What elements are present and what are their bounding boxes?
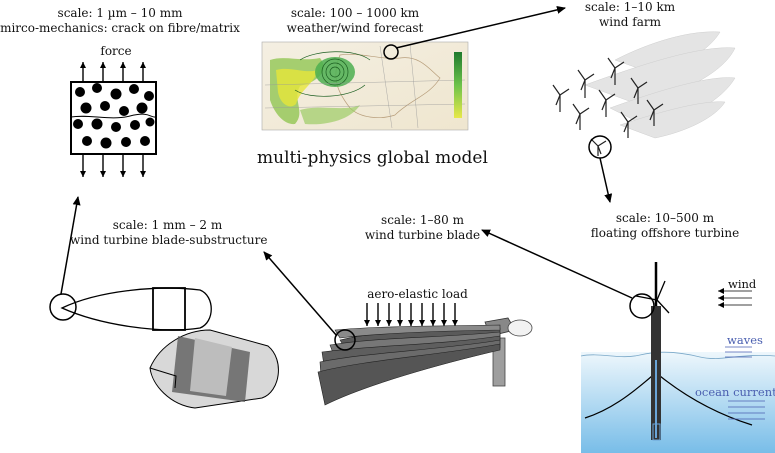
- sub-desc-text: wind turbine blade-substructure: [70, 233, 268, 247]
- floating-turbine: [580, 262, 775, 453]
- farm-desc-text: wind farm: [598, 15, 662, 29]
- substructure-highlight-circle: [49, 293, 77, 321]
- force-arrows-bottom: [80, 154, 146, 177]
- ocean-current-label: ocean current: [695, 385, 775, 399]
- sub-scale-text: scale: 1 mm – 2 m: [112, 218, 223, 232]
- blade-scale-text: scale: 1–80 m: [381, 213, 464, 227]
- weather-scale-text: scale: 100 – 1000 km: [290, 6, 420, 20]
- waves-label: waves: [727, 333, 763, 347]
- current-arrows: [728, 400, 765, 420]
- global-model-title: multi-physics global model: [257, 148, 488, 168]
- blade-desc-text: wind turbine blade: [364, 228, 481, 242]
- blade-substructure: [60, 287, 279, 409]
- floating-label: scale: 10–500 m floating offshore turbin…: [585, 211, 745, 241]
- micro-fibre-matrix: [70, 62, 157, 177]
- farm-highlight-circle: [588, 135, 612, 159]
- micro-scale-label: scale: 1 µm – 10 mm mirco-mechanics: cra…: [0, 6, 240, 36]
- substructure-label: scale: 1 mm – 2 m wind turbine blade-sub…: [70, 218, 268, 248]
- weather-map: [261, 41, 469, 131]
- weather-desc-text: weather/wind forecast: [286, 21, 424, 35]
- map-highlight-circle: [383, 44, 399, 60]
- blade-load-arrows: [364, 303, 458, 326]
- farm-scale-text: scale: 1–10 km: [584, 0, 676, 14]
- scale-arrows: [60, 5, 633, 337]
- wind-arrows: [718, 288, 752, 308]
- micro-scale-text: scale: 1 µm – 10 mm: [57, 6, 183, 20]
- micro-desc-text: mirco-mechanics: crack on fibre/matrix: [0, 21, 240, 35]
- aero-load-label: aero-elastic load: [367, 287, 468, 301]
- wind-farm: [552, 31, 736, 156]
- weather-label: scale: 100 – 1000 km weather/wind foreca…: [270, 6, 440, 36]
- wind-turbine-blade: [317, 317, 533, 406]
- blade-label: scale: 1–80 m wind turbine blade: [360, 213, 485, 243]
- wave-arrows: [725, 346, 752, 358]
- wind-label: wind: [728, 277, 757, 291]
- force-arrows-top: [80, 62, 146, 82]
- floating-highlight-circle: [629, 293, 655, 319]
- floating-scale-text: scale: 10–500 m: [615, 211, 715, 225]
- floating-desc-text: floating offshore turbine: [590, 226, 740, 240]
- blade-highlight-circle: [334, 329, 356, 351]
- farm-label: scale: 1–10 km wind farm: [575, 0, 685, 30]
- force-label: force: [100, 44, 132, 58]
